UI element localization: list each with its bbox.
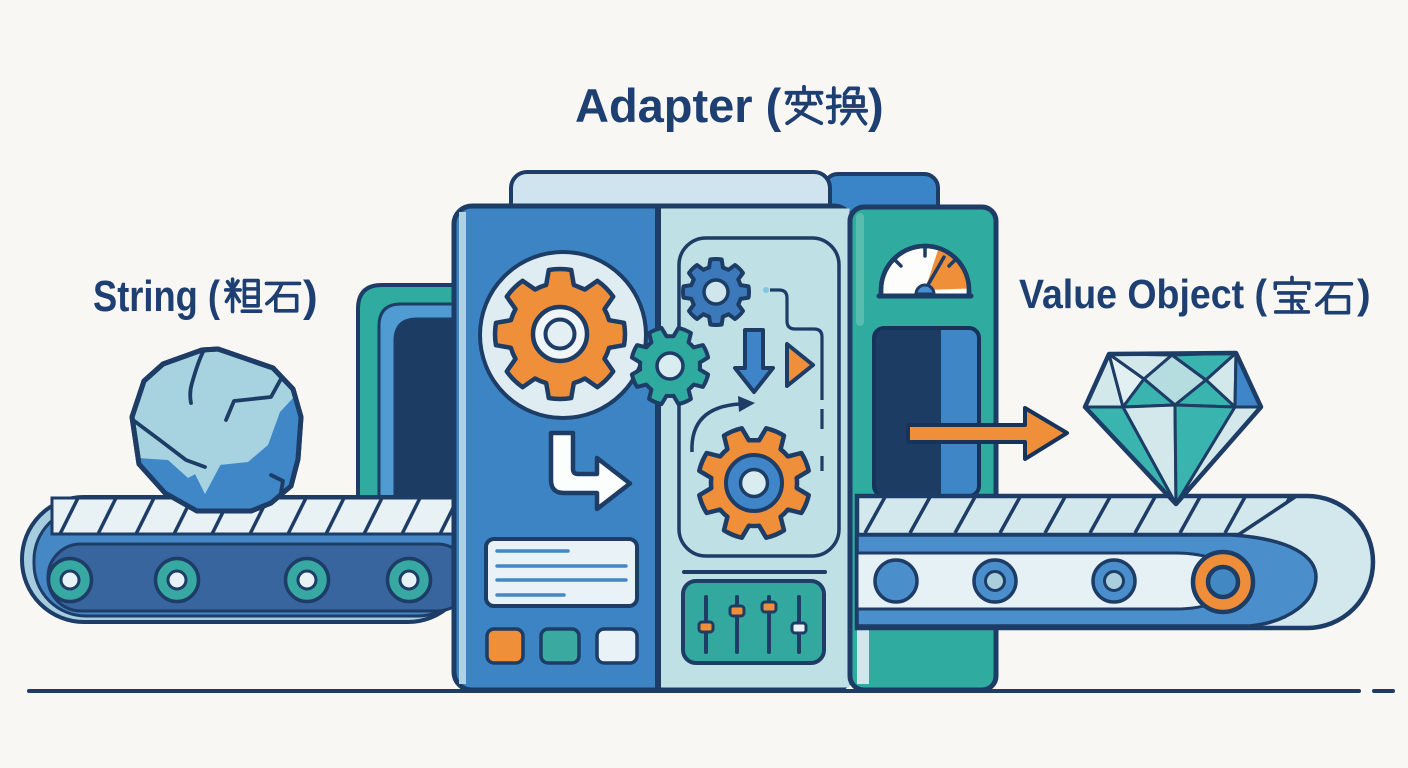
svg-text:Value Object (: Value Object (: [1019, 271, 1267, 317]
svg-text:): ): [303, 272, 318, 321]
svg-text:): ): [1357, 271, 1371, 317]
svg-text:Adapter (: Adapter (: [575, 79, 782, 132]
svg-text:): ): [868, 79, 884, 132]
svg-text:String (: String (: [93, 272, 220, 321]
